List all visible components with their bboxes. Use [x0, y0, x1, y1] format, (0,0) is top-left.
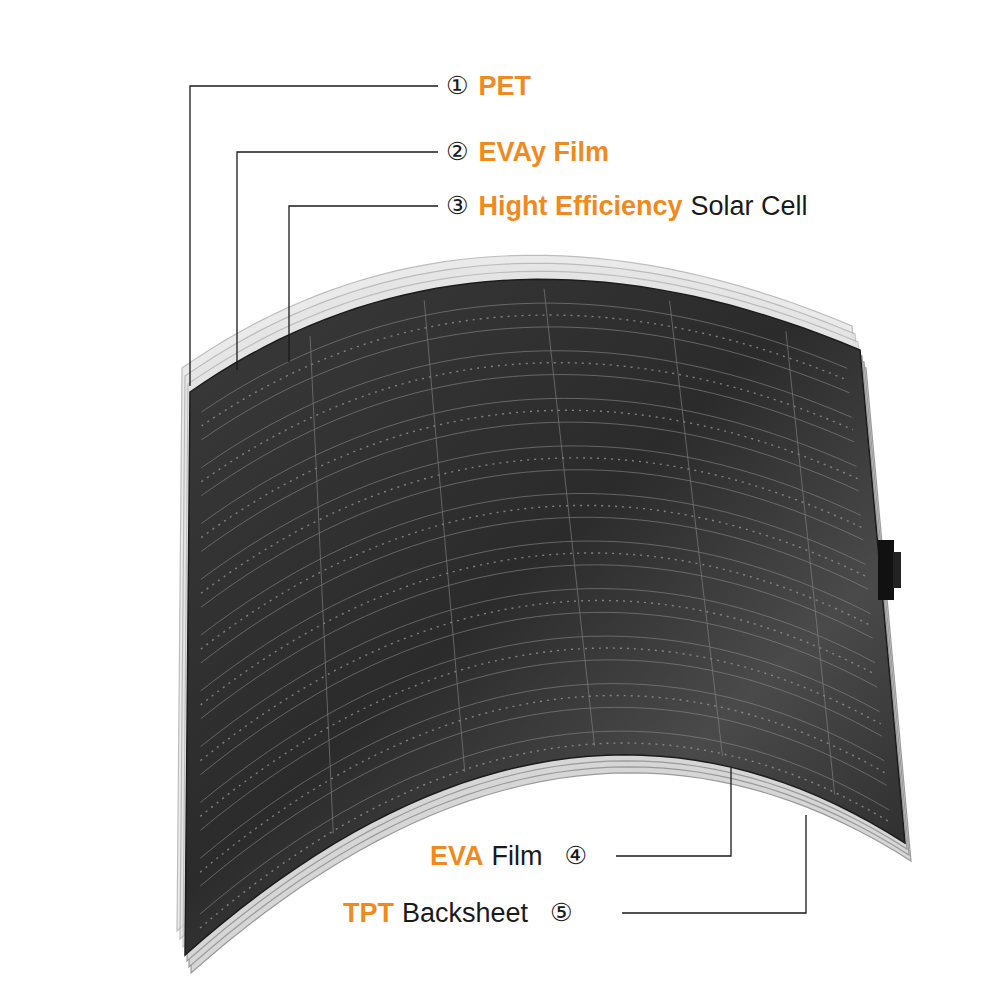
busbar-dots — [201, 410, 857, 537]
busbar-dots — [201, 363, 853, 482]
cell-row-line — [200, 660, 882, 830]
callout-number: ② — [446, 135, 468, 169]
layer-name: Solar Cell — [690, 189, 807, 223]
busbar-dots — [200, 648, 880, 816]
cell-column-line — [544, 289, 594, 746]
busbar-dots — [200, 695, 885, 872]
cell-row-line — [201, 398, 856, 523]
layer-name: PET — [478, 69, 531, 103]
leader-line — [237, 152, 438, 370]
junction-box-cap — [893, 552, 901, 588]
junction-box — [878, 540, 894, 600]
busbar-dots — [201, 458, 862, 593]
layer-name: TPT — [343, 896, 394, 930]
leader-line — [622, 815, 806, 913]
busbar-dots — [200, 743, 890, 928]
cell-row-line — [200, 636, 879, 802]
cell-row-line — [201, 494, 866, 636]
cell-column-line — [670, 301, 723, 756]
cell-row-line — [201, 470, 863, 607]
callout-number: ⑤ — [550, 896, 572, 930]
callout-row: ① PET — [446, 69, 531, 103]
cell-row-line — [201, 589, 875, 747]
layer-name: Backsheet — [402, 896, 528, 930]
cell-grid — [200, 289, 890, 928]
callout-row: ② EVAy Film — [446, 135, 609, 169]
layer-name: EVAy Film — [478, 135, 609, 169]
busbar-dots — [201, 600, 877, 760]
cell-column-line — [786, 331, 835, 794]
leader-line — [190, 86, 438, 386]
busbar-dots — [201, 553, 872, 705]
cell-row-line — [200, 731, 889, 914]
cell-row-line — [201, 446, 861, 579]
callout-number: ① — [446, 69, 468, 103]
layer-name: Hight Efficiency — [478, 189, 682, 223]
cell-row-line — [200, 684, 884, 859]
cell-row-line — [200, 612, 877, 774]
layer-name: EVA — [430, 839, 484, 873]
cell-column-line — [424, 301, 465, 773]
leader-line — [616, 768, 731, 856]
cell-row-line — [201, 565, 873, 719]
layer-name: Film — [492, 839, 543, 873]
busbar-dots — [201, 505, 867, 649]
cell-row-line — [201, 351, 851, 468]
cell-column-line — [310, 336, 333, 834]
callout-number: ③ — [446, 189, 468, 223]
cell-row-line — [201, 375, 854, 496]
callout-row: ③ Hight EfficiencySolar Cell — [446, 189, 808, 223]
busbar-dots — [202, 315, 849, 426]
leader-line — [289, 206, 438, 362]
solar-cell-layer — [185, 279, 905, 955]
callout-row: TPTBacksheet ⑤ — [343, 896, 573, 930]
callout-row: EVAFilm ④ — [430, 839, 587, 873]
cell-row-line — [201, 541, 871, 691]
callout-number: ④ — [565, 839, 587, 873]
cell-row-line — [201, 422, 859, 551]
